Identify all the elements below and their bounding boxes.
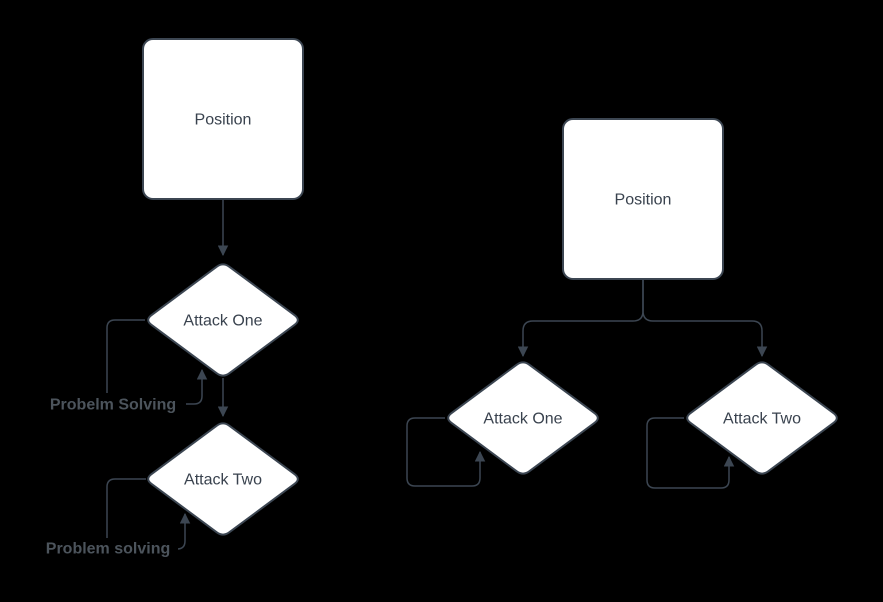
right-attack-one-diamond-label: Attack One: [483, 411, 562, 428]
right-flowchart: Position Attack One Attack Two: [406, 118, 838, 489]
right-attack-two-diamond-label: Attack Two: [723, 411, 801, 428]
left-attack-two-loop-label[interactable]: Problem solving: [46, 541, 170, 558]
left-attack-one-loop-label[interactable]: Probelm Solving: [50, 397, 176, 414]
right-edge-position-to-attack-two[interactable]: [642, 279, 768, 358]
left-position-node-label: Position: [195, 112, 252, 129]
left-attack-two-loop-label-bg: [36, 538, 178, 560]
left-attack-one-diamond-label: Attack One: [183, 313, 262, 330]
right-attack-one-self-loop[interactable]: [406, 417, 486, 487]
right-attack-two-diamond[interactable]: [686, 361, 838, 475]
left-attack-two-diamond[interactable]: [147, 422, 299, 536]
right-position-node[interactable]: [562, 118, 724, 280]
left-attack-two-diamond-label: Attack Two: [184, 472, 262, 489]
right-attack-one-diamond[interactable]: [447, 361, 599, 475]
left-attack-one-diamond[interactable]: [147, 263, 299, 377]
left-attack-one-loop-label-bg: [40, 393, 186, 415]
right-attack-two-self-loop[interactable]: [646, 417, 735, 489]
left-flowchart: Position Attack One Attack Two Probelm S…: [36, 38, 304, 560]
left-position-node[interactable]: [142, 38, 304, 200]
right-edge-position-to-attack-one[interactable]: [517, 279, 644, 358]
right-position-node-label: Position: [615, 192, 672, 209]
